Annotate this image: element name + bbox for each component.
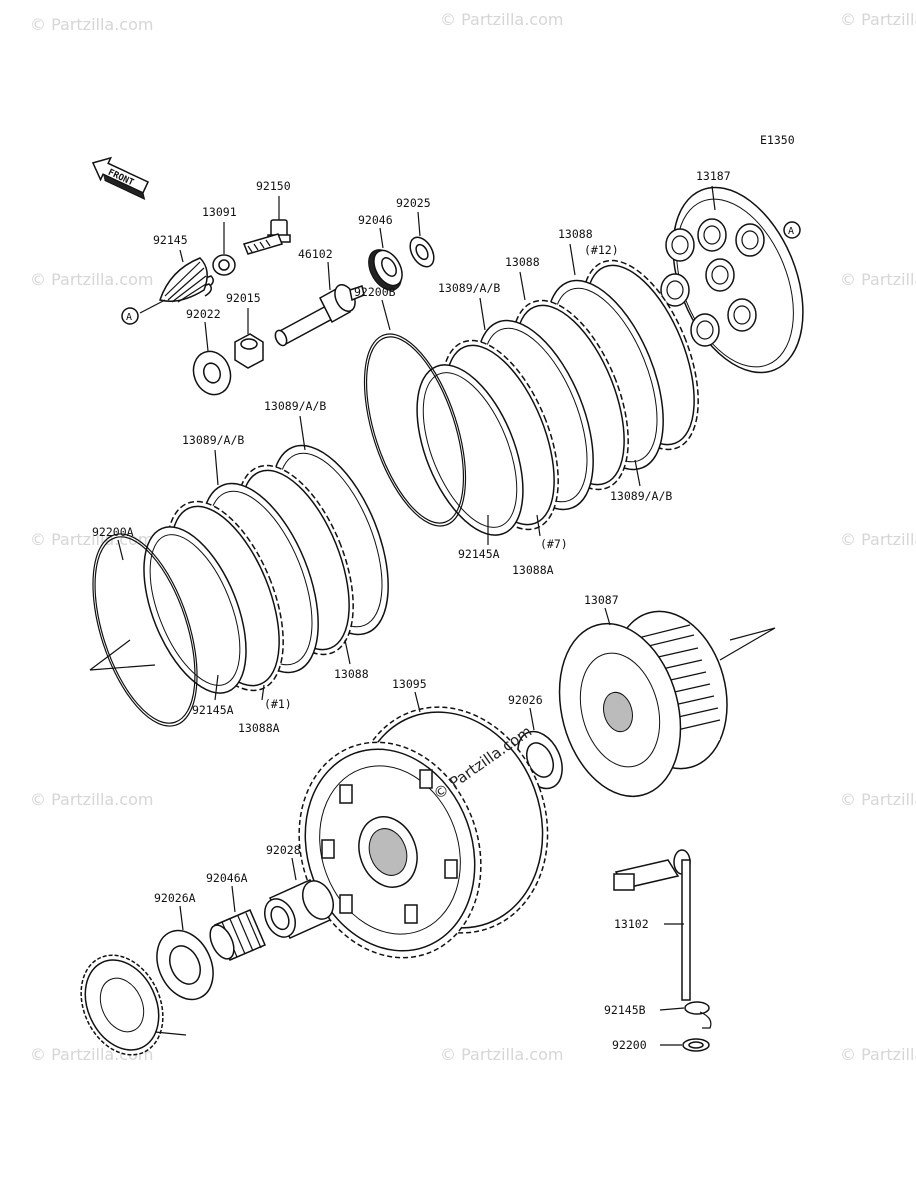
part-92200B-ring[interactable] xyxy=(344,299,486,538)
front-arrow-icon: FRONT xyxy=(91,156,150,200)
label-13088-top-note[interactable]: (#12) xyxy=(584,243,619,257)
part-92026A-washer[interactable] xyxy=(146,905,224,1009)
label-92015[interactable]: 92015 xyxy=(226,291,261,305)
oil-pump-gear-icon xyxy=(80,954,187,1056)
part-92200A-ring[interactable] xyxy=(72,521,217,738)
part-13187-pressure-plate[interactable] xyxy=(648,168,828,391)
watermark-text: © Partzilla.com xyxy=(840,1045,916,1064)
label-92046[interactable]: 92046 xyxy=(358,213,393,227)
diagram-code: E1350 xyxy=(760,133,795,147)
part-92046A-needle-bearing[interactable] xyxy=(205,885,266,963)
watermark-text: © Partzilla.com xyxy=(30,15,153,34)
part-13091-collar[interactable] xyxy=(212,222,236,276)
label-92200[interactable]: 92200 xyxy=(612,1038,647,1052)
label-92200A[interactable]: 92200A xyxy=(92,525,134,539)
upper-clutch-pack[interactable] xyxy=(395,244,721,550)
label-13088A-left-note[interactable]: (#1) xyxy=(264,697,292,711)
label-13089-top[interactable]: 13089/A/B xyxy=(438,281,500,295)
watermark-text: © Partzilla.com xyxy=(440,1045,563,1064)
watermark-text: © Partzilla.com xyxy=(30,270,153,289)
label-13089-left[interactable]: 13089/A/B xyxy=(182,433,244,447)
watermark-text: © Partzilla.com xyxy=(440,10,563,29)
label-92026[interactable]: 92026 xyxy=(508,693,543,707)
label-92145A-left[interactable]: 92145A xyxy=(192,703,234,717)
watermark-text: © Partzilla.com xyxy=(30,790,153,809)
watermark-text: © Partzilla.com xyxy=(840,10,916,29)
label-13089-mid[interactable]: 13089/A/B xyxy=(264,399,326,413)
label-13088-mid[interactable]: 13088 xyxy=(505,255,540,269)
part-92015-nut[interactable] xyxy=(234,308,264,369)
label-13088A-right-note[interactable]: (#7) xyxy=(540,537,568,551)
label-13089-right[interactable]: 13089/A/B xyxy=(610,489,672,503)
label-13088-bottom[interactable]: 13088 xyxy=(334,667,369,681)
label-92200B[interactable]: 92200B xyxy=(354,285,396,299)
label-13087[interactable]: 13087 xyxy=(584,593,619,607)
svg-text:A: A xyxy=(788,226,794,237)
part-92022-washer[interactable] xyxy=(188,321,237,400)
part-46102-pusher[interactable] xyxy=(273,261,365,347)
watermark-text: © Partzilla.com xyxy=(840,530,916,549)
label-13095[interactable]: 13095 xyxy=(392,677,427,691)
label-46102[interactable]: 46102 xyxy=(298,247,333,261)
label-13102[interactable]: 13102 xyxy=(614,917,649,931)
label-92028[interactable]: 92028 xyxy=(266,843,301,857)
ref-circle-a-left: A xyxy=(121,307,139,325)
lower-clutch-pack[interactable] xyxy=(123,429,412,707)
label-92145[interactable]: 92145 xyxy=(153,233,188,247)
part-13102-release-shaft[interactable] xyxy=(613,849,691,1001)
label-92150[interactable]: 92150 xyxy=(256,179,291,193)
label-92145B[interactable]: 92145B xyxy=(604,1003,646,1017)
label-92025[interactable]: 92025 xyxy=(396,196,431,210)
watermark-text: © Partzilla.com xyxy=(840,790,916,809)
label-92145A-right[interactable]: 92145A xyxy=(458,547,500,561)
label-13088A-left[interactable]: 13088A xyxy=(238,721,280,735)
label-92046A[interactable]: 92046A xyxy=(206,871,248,885)
watermark-text: © Partzilla.com xyxy=(840,270,916,289)
part-92145B-spring[interactable] xyxy=(659,1001,712,1029)
part-13095-clutch-housing[interactable] xyxy=(270,679,579,983)
part-92200-circlip[interactable] xyxy=(660,1038,710,1052)
part-92028-sleeve[interactable] xyxy=(259,857,339,942)
label-92022[interactable]: 92022 xyxy=(186,307,221,321)
label-13088A-right[interactable]: 13088A xyxy=(512,563,554,577)
watermark-layer: © Partzilla.com © Partzilla.com © Partzi… xyxy=(30,10,916,1064)
part-92046-bearing[interactable] xyxy=(362,227,408,296)
label-92026A[interactable]: 92026A xyxy=(154,891,196,905)
label-13091[interactable]: 13091 xyxy=(202,205,237,219)
label-13088-top[interactable]: 13088 xyxy=(558,227,593,241)
label-13187[interactable]: 13187 xyxy=(696,169,731,183)
part-92025-washer[interactable] xyxy=(405,211,438,271)
svg-text:A: A xyxy=(126,312,132,323)
part-92145-spring[interactable] xyxy=(139,249,214,314)
ref-circle-a-right: A xyxy=(783,221,801,239)
part-92150-bolt[interactable] xyxy=(242,196,291,255)
part-13087-clutch-hub[interactable] xyxy=(541,598,776,810)
watermark-text: © Partzilla.com xyxy=(30,530,153,549)
